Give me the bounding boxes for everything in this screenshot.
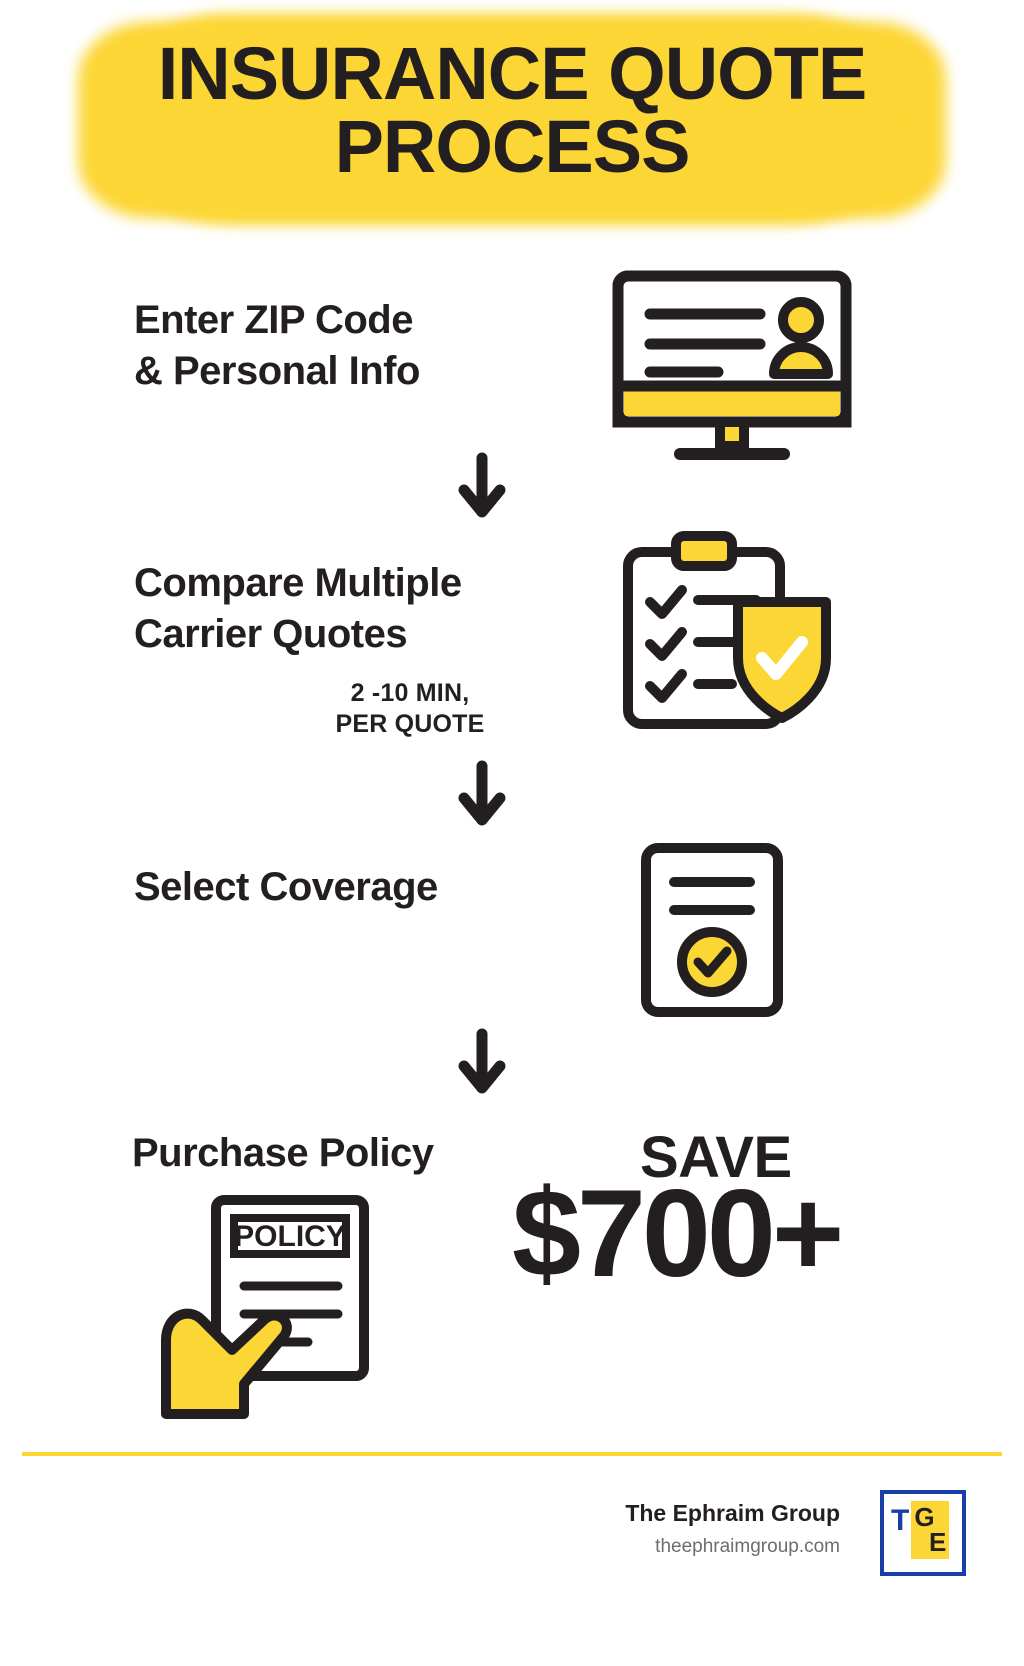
step-3-label: Select Coverage <box>134 862 574 913</box>
logo-yellow-block: G E <box>911 1501 950 1559</box>
monitor-user-form-icon <box>612 270 852 460</box>
title-block: INSURANCE QUOTE PROCESS <box>0 14 1024 224</box>
step-4-label: Purchase Policy <box>132 1128 612 1179</box>
title-line-1: INSURANCE QUOTE <box>157 32 868 115</box>
step-2-duration-note: 2 -10 MIN, PER QUOTE <box>290 678 530 741</box>
title-highlight-blob-2 <box>110 14 910 224</box>
arrow-down-icon-3 <box>458 1028 506 1094</box>
savings-amount: $700+ <box>512 1165 844 1303</box>
arrow-down-icon-1 <box>458 452 506 518</box>
policy-doc-label: POLICY <box>234 1220 346 1253</box>
logo-letter-t: T <box>891 1504 910 1537</box>
step-1-label: Enter ZIP Code & Personal Info <box>134 295 554 397</box>
step-2-label-line-1: Compare Multiple <box>134 561 462 605</box>
step-2-label-line-2: Carrier Quotes <box>134 612 408 657</box>
ephraim-group-logo: T G E <box>880 1490 966 1576</box>
title-line-2: PROCESS <box>334 104 691 188</box>
hand-policy-document-icon: POLICY <box>161 1195 369 1419</box>
step-2-duration-line-1: 2 -10 MIN, <box>350 679 470 707</box>
logo-inner: T G E <box>891 1501 955 1565</box>
step-1-label-line-2: & Personal Info <box>134 349 420 394</box>
footer-divider <box>22 1452 1002 1456</box>
clipboard-shield-check-icon <box>623 531 831 729</box>
footer-website-url[interactable]: theephraimgroup.com <box>655 1536 840 1557</box>
step-1-label-line-1: Enter ZIP Code <box>134 298 413 342</box>
footer: The Ephraim Group theephraimgroup.com T … <box>0 1480 1024 1666</box>
arrow-down-icon-2 <box>458 760 506 826</box>
logo-letter-e: E <box>928 1527 947 1557</box>
step-2-duration-line-2: PER QUOTE <box>335 710 485 739</box>
step-3-label-line-1: Select Coverage <box>134 865 438 909</box>
footer-brand-name: The Ephraim Group <box>625 1500 840 1526</box>
step-2-label: Compare Multiple Carrier Quotes <box>134 558 574 660</box>
logo-letter-g: G <box>914 1502 935 1532</box>
page-title: INSURANCE QUOTE PROCESS <box>0 14 1024 183</box>
step-4-label-line-1: Purchase Policy <box>132 1131 434 1175</box>
document-check-circle-icon <box>641 843 783 1017</box>
savings-word: SAVE <box>640 1125 792 1190</box>
